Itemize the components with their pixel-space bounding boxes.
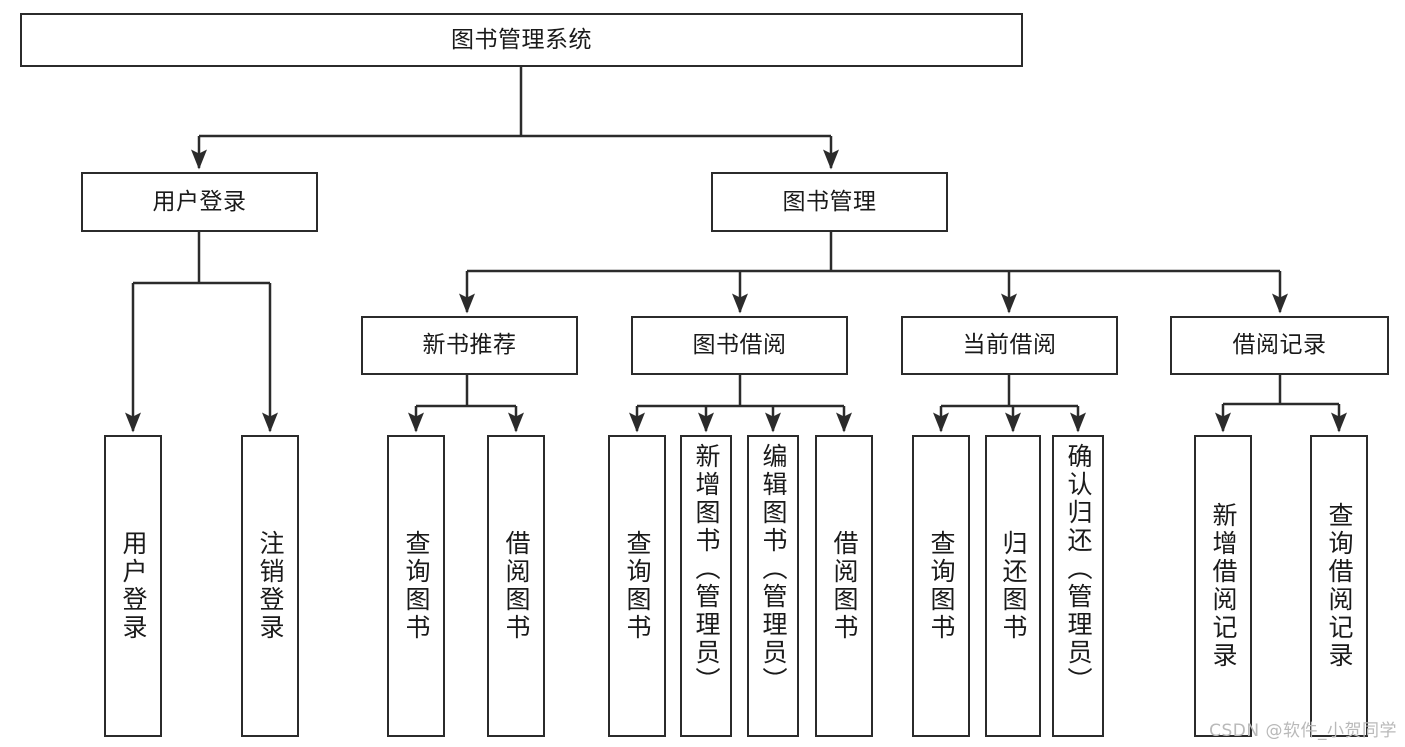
- node-leaf-query-book-3[interactable]: 查询图书: [912, 435, 970, 737]
- node-leaf-edit-book-admin[interactable]: 编辑图书（管理员）: [747, 435, 799, 737]
- node-leaf-borrow-book-1[interactable]: 借阅图书: [487, 435, 545, 737]
- node-leaf-borrow-book-2[interactable]: 借阅图书: [815, 435, 873, 737]
- node-leaf-add-borrow-record-label: 新增借阅记录: [1209, 502, 1238, 670]
- node-leaf-query-book-1-label: 查询图书: [402, 530, 431, 642]
- node-leaf-user-login-label: 用户登录: [119, 530, 148, 642]
- node-borrow-record[interactable]: 借阅记录: [1170, 316, 1389, 375]
- node-current-borrow[interactable]: 当前借阅: [901, 316, 1118, 375]
- node-leaf-query-book-2-label: 查询图书: [623, 530, 652, 642]
- node-leaf-edit-book-admin-label: 编辑图书（管理员）: [759, 443, 788, 695]
- node-leaf-query-book-3-label: 查询图书: [927, 530, 956, 642]
- node-leaf-query-borrow-record-label: 查询借阅记录: [1325, 502, 1354, 670]
- node-leaf-user-login[interactable]: 用户登录: [104, 435, 162, 737]
- node-book-manage[interactable]: 图书管理: [711, 172, 948, 232]
- node-leaf-return-book[interactable]: 归还图书: [985, 435, 1041, 737]
- node-leaf-confirm-return-admin[interactable]: 确认归还（管理员）: [1052, 435, 1104, 737]
- node-user-login[interactable]: 用户登录: [81, 172, 318, 232]
- node-leaf-query-borrow-record[interactable]: 查询借阅记录: [1310, 435, 1368, 737]
- node-user-login-label: 用户登录: [152, 188, 247, 215]
- csdn-watermark: CSDN @软件_小贺同学: [1209, 721, 1397, 741]
- node-current-borrow-label: 当前借阅: [962, 332, 1057, 358]
- node-leaf-query-book-2[interactable]: 查询图书: [608, 435, 666, 737]
- node-leaf-borrow-book-1-label: 借阅图书: [502, 530, 531, 642]
- node-leaf-add-book-admin[interactable]: 新增图书（管理员）: [680, 435, 732, 737]
- node-root-label: 图书管理系统: [451, 26, 592, 53]
- node-leaf-add-borrow-record[interactable]: 新增借阅记录: [1194, 435, 1252, 737]
- node-leaf-confirm-return-admin-label: 确认归还（管理员）: [1064, 443, 1093, 695]
- node-new-book-rec[interactable]: 新书推荐: [361, 316, 578, 375]
- node-new-book-rec-label: 新书推荐: [422, 332, 517, 358]
- node-leaf-query-book-1[interactable]: 查询图书: [387, 435, 445, 737]
- node-book-manage-label: 图书管理: [782, 188, 877, 215]
- node-leaf-return-book-label: 归还图书: [999, 530, 1028, 642]
- node-borrow-record-label: 借阅记录: [1232, 332, 1327, 358]
- node-leaf-logout-login-label: 注销登录: [256, 530, 285, 642]
- node-leaf-borrow-book-2-label: 借阅图书: [830, 530, 859, 642]
- node-book-borrow[interactable]: 图书借阅: [631, 316, 848, 375]
- node-leaf-logout-login[interactable]: 注销登录: [241, 435, 299, 737]
- node-book-borrow-label: 图书借阅: [692, 332, 787, 358]
- node-root[interactable]: 图书管理系统: [20, 13, 1023, 67]
- node-leaf-add-book-admin-label: 新增图书（管理员）: [692, 443, 721, 695]
